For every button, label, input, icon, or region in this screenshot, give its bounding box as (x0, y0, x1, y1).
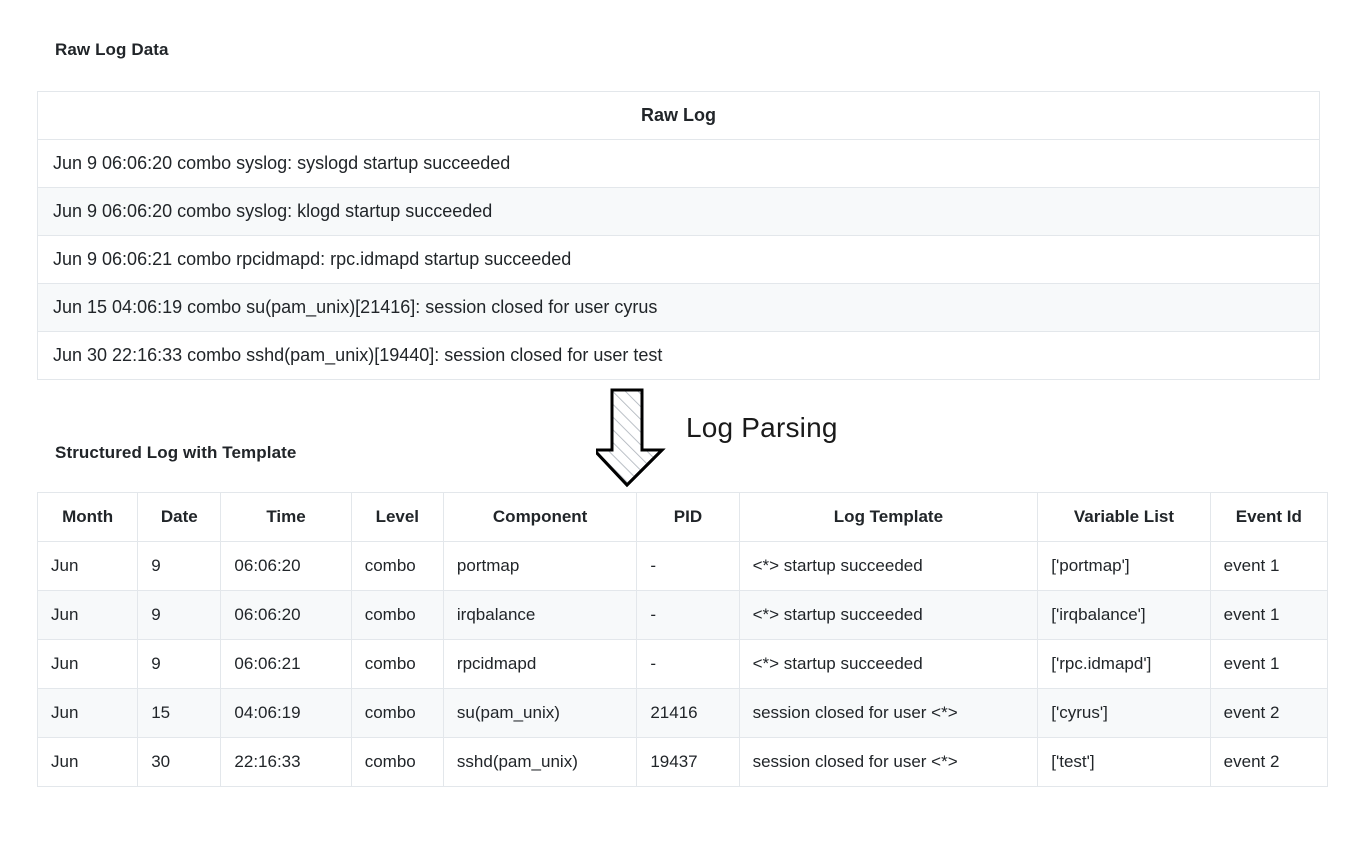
raw-log-cell: Jun 15 04:06:19 combo su(pam_unix)[21416… (37, 283, 1320, 332)
raw-log-row: Jun 9 06:06:20 combo syslog: syslogd sta… (37, 139, 1320, 188)
raw-log-row: Jun 15 04:06:19 combo su(pam_unix)[21416… (37, 283, 1320, 332)
structured-cell: combo (350, 639, 444, 689)
structured-header-cell: Event Id (1209, 492, 1329, 542)
structured-header-cell: Month (36, 492, 139, 542)
structured-cell: 04:06:19 (220, 688, 352, 738)
structured-cell: - (636, 590, 740, 640)
structured-cell: <*> startup succeeded (738, 639, 1039, 689)
raw-log-table-head: Raw Log (37, 91, 1320, 140)
structured-header-cell: Time (220, 492, 352, 542)
structured-log-section-title: Structured Log with Template (55, 443, 297, 462)
structured-cell: 9 (137, 590, 222, 640)
raw-log-cell: Jun 9 06:06:20 combo syslog: syslogd sta… (37, 139, 1320, 188)
structured-cell: combo (350, 541, 444, 591)
structured-cell: combo (350, 688, 444, 738)
structured-cell: event 1 (1209, 541, 1329, 591)
raw-log-row: Jun 9 06:06:21 combo rpcidmapd: rpc.idma… (37, 235, 1320, 284)
structured-header-cell: PID (636, 492, 740, 542)
structured-cell: <*> startup succeeded (738, 541, 1039, 591)
structured-cell: 19437 (636, 737, 740, 787)
structured-cell: rpcidmapd (442, 639, 638, 689)
structured-cell: event 2 (1209, 688, 1329, 738)
structured-cell: Jun (36, 639, 139, 689)
raw-log-row: Jun 30 22:16:33 combo sshd(pam_unix)[194… (37, 331, 1320, 380)
structured-cell: sshd(pam_unix) (442, 737, 638, 787)
raw-log-row: Jun 9 06:06:20 combo syslog: klogd start… (37, 187, 1320, 236)
structured-header-cell: Date (137, 492, 222, 542)
raw-log-cell: Jun 30 22:16:33 combo sshd(pam_unix)[194… (37, 331, 1320, 380)
structured-header-cell: Component (442, 492, 638, 542)
structured-cell: 22:16:33 (220, 737, 352, 787)
log-parsing-arrow (590, 388, 676, 488)
down-arrow-hatched-icon (590, 388, 666, 488)
structured-cell: 30 (137, 737, 222, 787)
structured-cell: ['rpc.idmapd'] (1037, 639, 1211, 689)
structured-cell: su(pam_unix) (442, 688, 638, 738)
raw-log-table-body: Jun 9 06:06:20 combo syslog: syslogd sta… (37, 139, 1320, 380)
structured-cell: 21416 (636, 688, 740, 738)
structured-cell: ['test'] (1037, 737, 1211, 787)
structured-header-cell: Variable List (1037, 492, 1211, 542)
structured-cell: Jun (36, 737, 139, 787)
structured-cell: portmap (442, 541, 638, 591)
raw-log-table: Raw Log Jun 9 06:06:20 combo syslog: sys… (37, 91, 1320, 380)
structured-cell: ['portmap'] (1037, 541, 1211, 591)
raw-log-section-title: Raw Log Data (55, 40, 169, 59)
raw-log-header-cell: Raw Log (37, 91, 1320, 140)
structured-cell: combo (350, 737, 444, 787)
structured-cell: 06:06:21 (220, 639, 352, 689)
structured-cell: 9 (137, 541, 222, 591)
raw-log-cell: Jun 9 06:06:20 combo syslog: klogd start… (37, 187, 1320, 236)
structured-cell: ['cyrus'] (1037, 688, 1211, 738)
structured-cell: session closed for user <*> (738, 737, 1039, 787)
structured-cell: Jun (36, 688, 139, 738)
structured-header-cell: Level (350, 492, 444, 542)
structured-header-cell: Log Template (738, 492, 1039, 542)
structured-cell: Jun (36, 590, 139, 640)
structured-cell: Jun (36, 541, 139, 591)
structured-cell: - (636, 541, 740, 591)
structured-cell: - (636, 639, 740, 689)
structured-cell: 15 (137, 688, 222, 738)
structured-cell: <*> startup succeeded (738, 590, 1039, 640)
raw-log-header-row: Raw Log (37, 91, 1320, 140)
raw-log-cell: Jun 9 06:06:21 combo rpcidmapd: rpc.idma… (37, 235, 1320, 284)
structured-cell: event 2 (1209, 737, 1329, 787)
structured-cell: combo (350, 590, 444, 640)
structured-cell: 06:06:20 (220, 541, 352, 591)
structured-cell: session closed for user <*> (738, 688, 1039, 738)
structured-cell: 9 (137, 639, 222, 689)
structured-cell: event 1 (1209, 590, 1329, 640)
structured-cell: event 1 (1209, 639, 1329, 689)
structured-cell: 06:06:20 (220, 590, 352, 640)
log-parsing-label: Log Parsing (686, 412, 838, 443)
structured-cell: ['irqbalance'] (1037, 590, 1211, 640)
structured-cell: irqbalance (442, 590, 638, 640)
